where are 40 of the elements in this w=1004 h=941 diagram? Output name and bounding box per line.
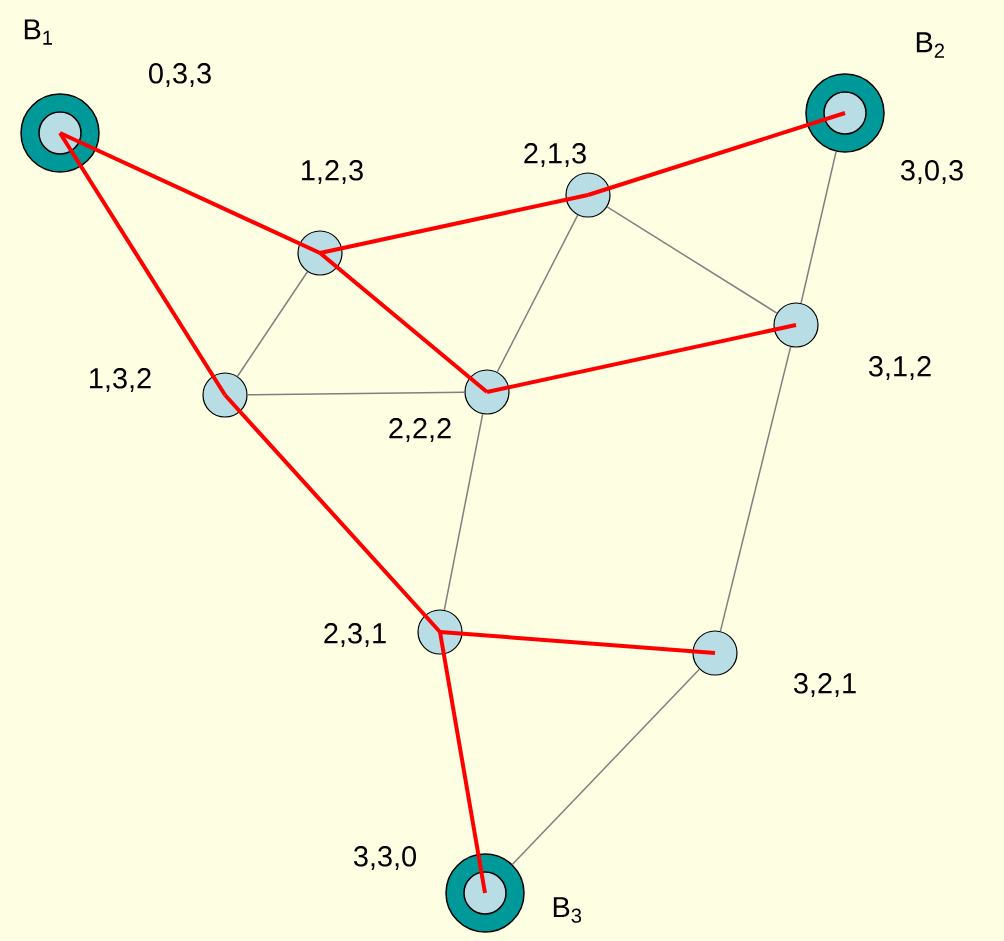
- coordinate-label: 3,1,2: [868, 356, 931, 380]
- connector-line: [719, 346, 792, 632]
- connector-line: [439, 630, 716, 655]
- coordinate-label: B$_{3}$: [553, 897, 582, 923]
- coordinate-label: 0,3,3: [149, 63, 211, 87]
- coordinate-label: 3,0,3: [900, 160, 963, 184]
- coordinate-label: 3,2,1: [793, 673, 856, 697]
- connector-line: [319, 193, 589, 255]
- ring-node: [805, 73, 885, 153]
- ring-node: [445, 853, 525, 933]
- circle-node: [565, 172, 611, 218]
- connector-line: [800, 151, 837, 304]
- ring-node: [20, 93, 100, 173]
- connector-line: [58, 131, 227, 397]
- coordinate-label: 1,2,3: [302, 160, 363, 184]
- connector-line: [606, 206, 778, 314]
- connector-line: [223, 393, 442, 634]
- connector-line: [496, 214, 579, 373]
- coordinate-label: 1,3,2: [90, 368, 151, 392]
- circle-node: [773, 302, 819, 348]
- coordinate-label: 2,1,3: [524, 143, 586, 167]
- connector-line: [486, 323, 797, 394]
- connector-line: [246, 391, 466, 396]
- connector-line: [438, 631, 487, 894]
- coordinate-label: B$_{2}$: [916, 32, 944, 58]
- coordinate-label: 2,3,1: [324, 623, 386, 647]
- circle-node: [417, 609, 463, 655]
- connector-line: [236, 271, 309, 377]
- connector-line: [587, 111, 846, 197]
- circle-node: [464, 369, 510, 415]
- connector-line: [318, 251, 489, 394]
- coordinate-label: 2,2,2: [389, 418, 451, 442]
- coordinate-label: B$_{1}$: [24, 19, 52, 45]
- circle-node: [202, 372, 248, 418]
- circle-node: [692, 630, 738, 676]
- connector-line: [59, 131, 321, 255]
- connector-line: [443, 413, 484, 611]
- coordinate-label: 3,3,0: [353, 846, 416, 870]
- circle-node: [297, 230, 343, 276]
- connector-line: [511, 668, 701, 866]
